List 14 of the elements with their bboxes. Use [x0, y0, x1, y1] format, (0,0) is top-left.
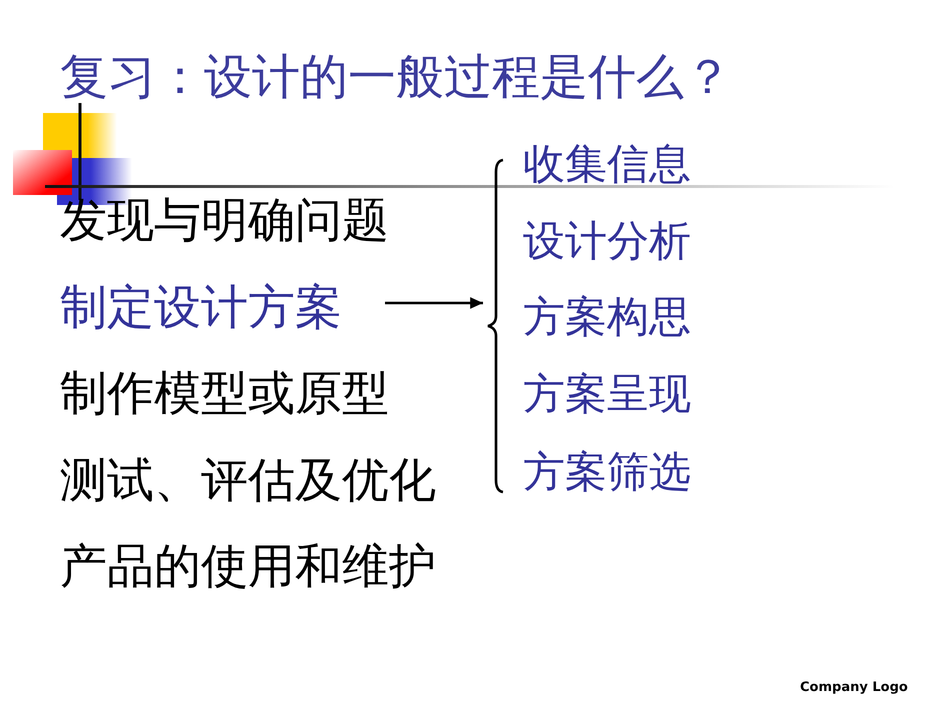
arrow	[385, 297, 483, 309]
step-text: 发现与明确问题	[60, 196, 389, 244]
step-text: 产品的使用和维护	[60, 542, 436, 590]
sub-step-text: 设计分析	[523, 220, 691, 262]
sub-step-text: 方案构思	[523, 296, 691, 338]
footer-text: Company Logo	[800, 681, 908, 694]
sub-step-text: 收集信息	[523, 143, 691, 185]
sub-step-text: 方案筛选	[523, 451, 691, 493]
step-text: 制作模型或原型	[60, 370, 389, 416]
sub-step-text: 方案呈现	[523, 373, 691, 415]
title: 复习：设计的一般过程是什么？	[60, 53, 732, 101]
curly-brace	[487, 160, 505, 492]
step-text: 制定设计方案	[60, 284, 342, 330]
step-text: 测试、评估及优化	[60, 456, 436, 504]
